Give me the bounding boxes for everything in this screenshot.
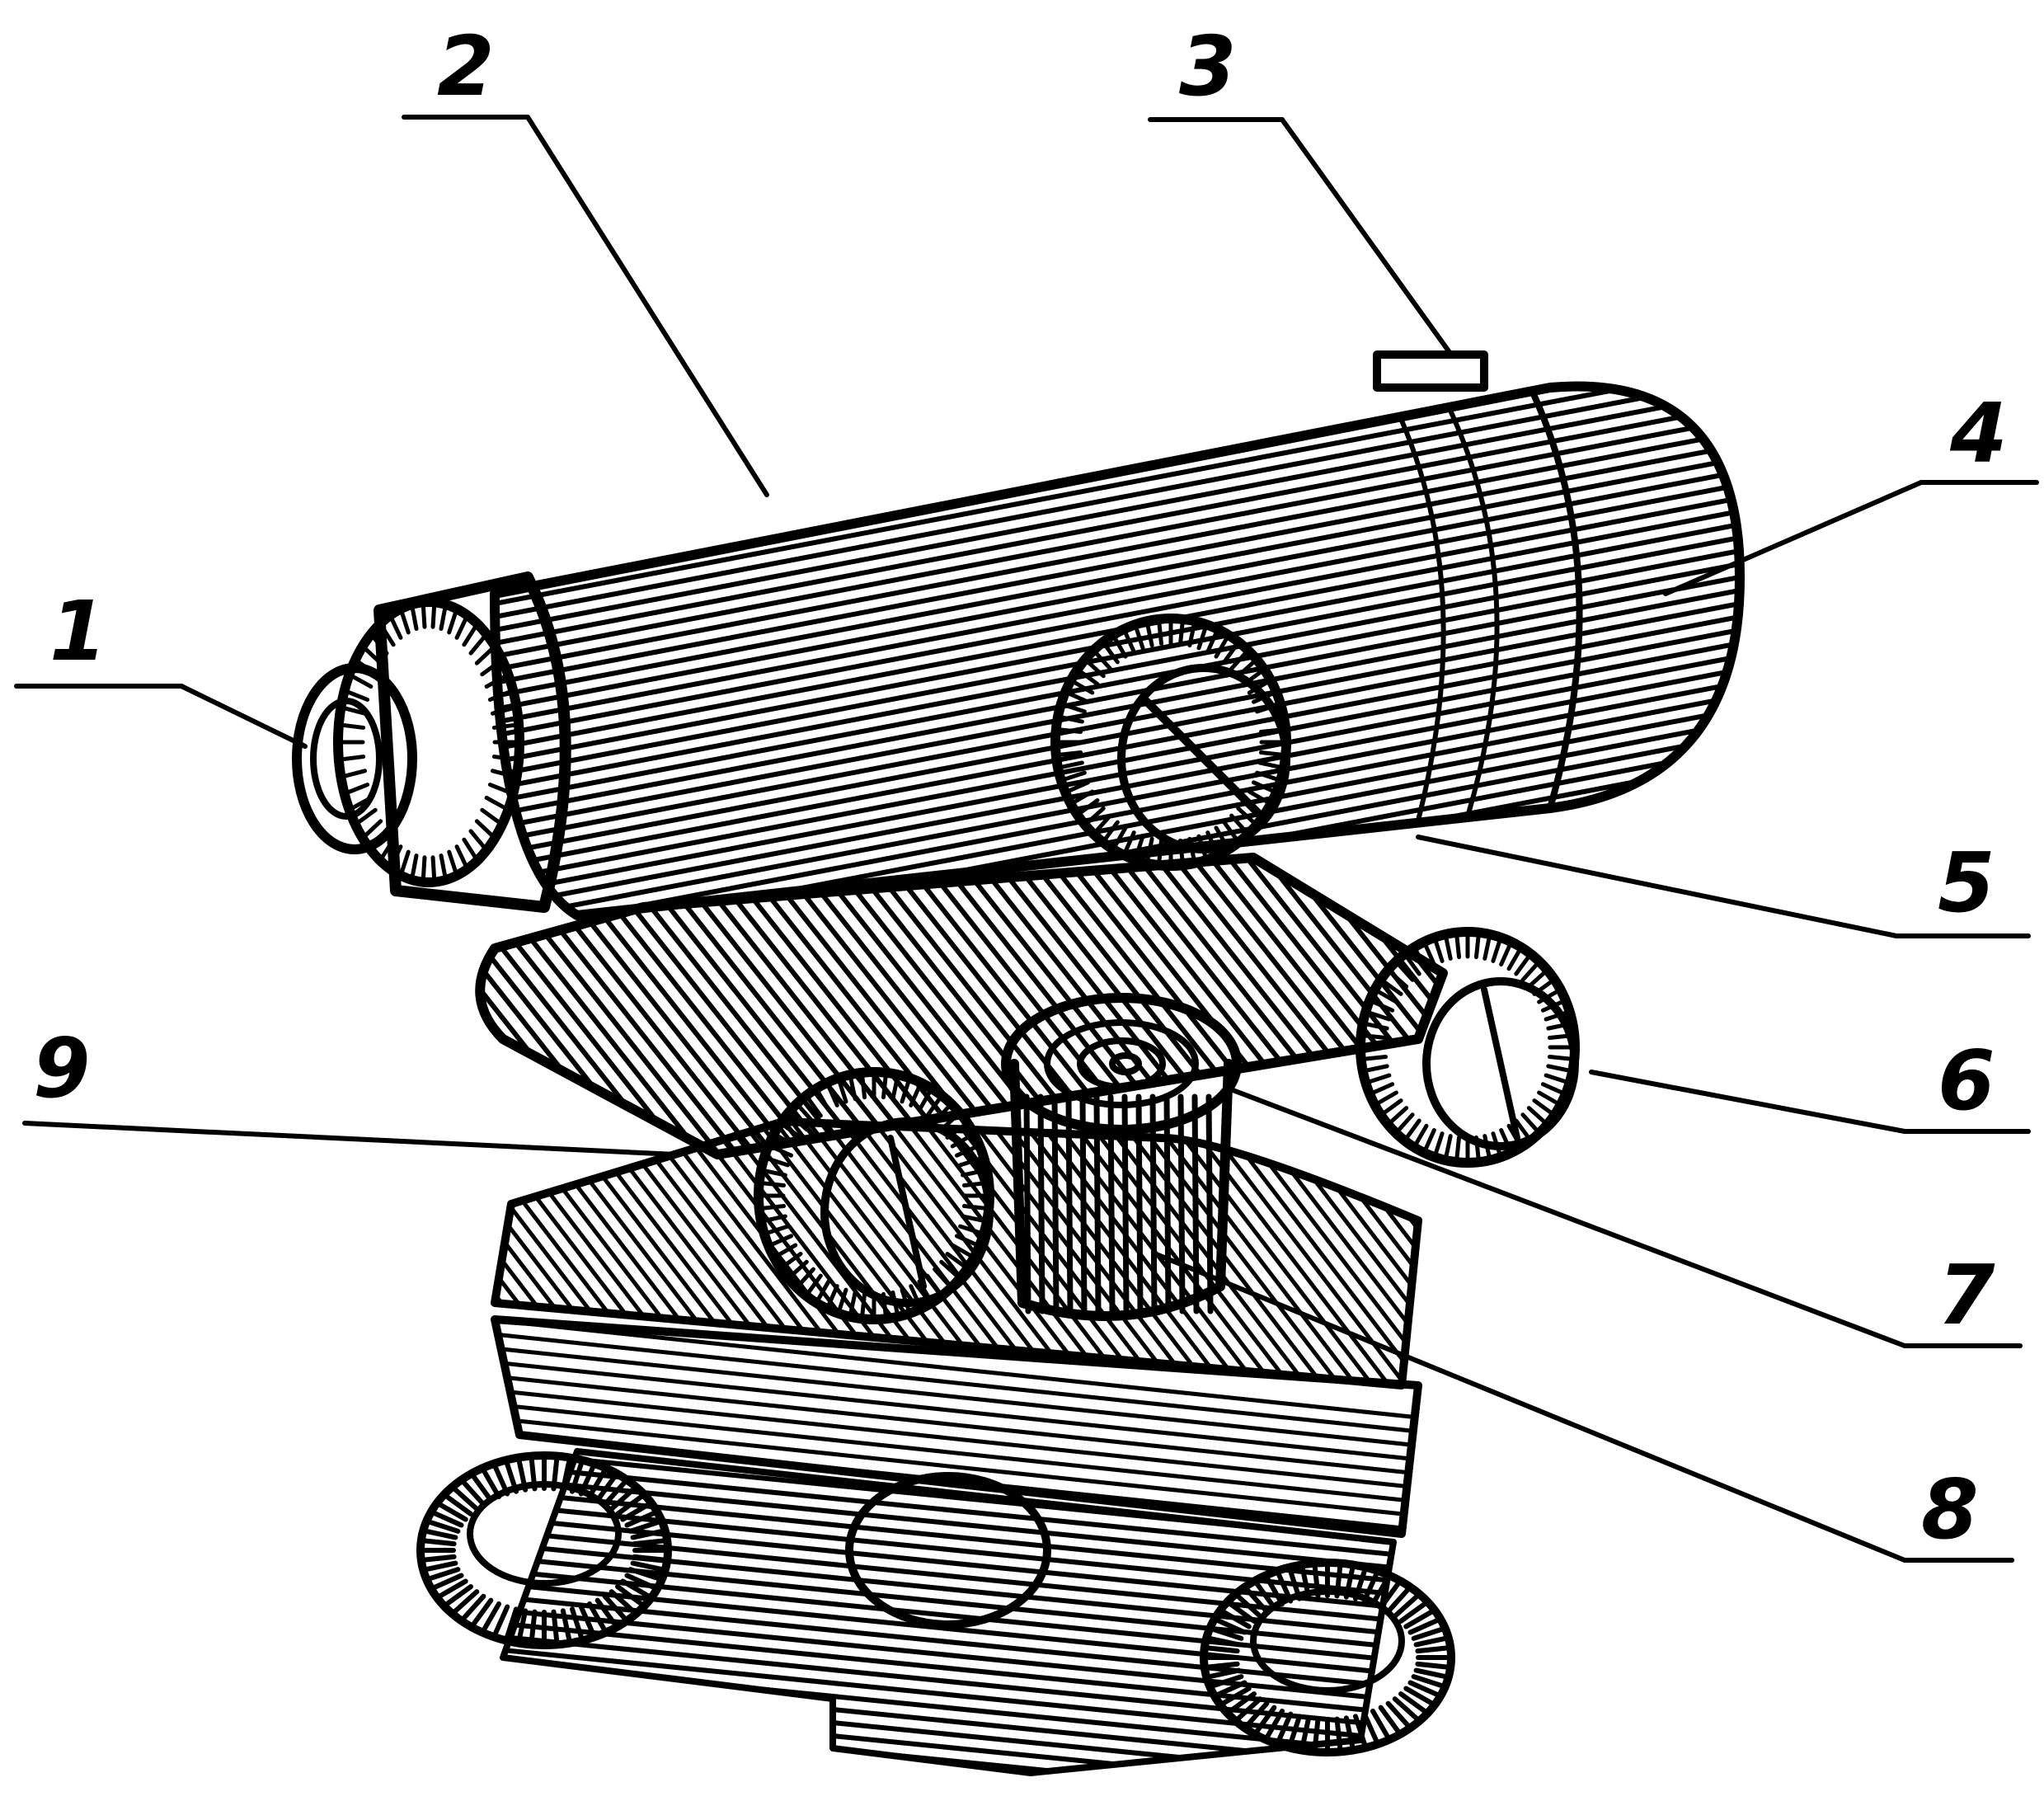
circular-level — [1001, 993, 1242, 1321]
center-disc — [845, 1472, 1051, 1629]
foot-screw-right — [1200, 1559, 1455, 1756]
label-8: 8 — [1921, 1461, 1979, 1558]
tangent-screw — [754, 1067, 994, 1324]
label-6: 6 — [1938, 1032, 1995, 1129]
label-3: 3 — [1179, 18, 1237, 115]
leader-lines — [14, 115, 2039, 1563]
label-1: 1 — [49, 583, 107, 679]
foot-screw-left — [416, 1451, 672, 1649]
label-7: 7 — [1938, 1247, 1995, 1343]
label-5: 5 — [1938, 835, 1995, 931]
focusing-knob — [1050, 614, 1291, 871]
tribrach — [491, 1117, 1422, 1538]
sight-bracket — [1373, 350, 1488, 392]
label-9: 9 — [33, 1020, 91, 1117]
labels: 1 2 3 4 5 6 7 8 9 — [33, 18, 2008, 1558]
elevation-screw — [1356, 927, 1580, 1168]
eyepiece — [292, 571, 571, 913]
tribrach-front-face — [491, 1315, 1422, 1538]
label-4: 4 — [1949, 385, 2008, 482]
label-2: 2 — [437, 18, 495, 115]
telescope-tube — [490, 350, 1745, 920]
